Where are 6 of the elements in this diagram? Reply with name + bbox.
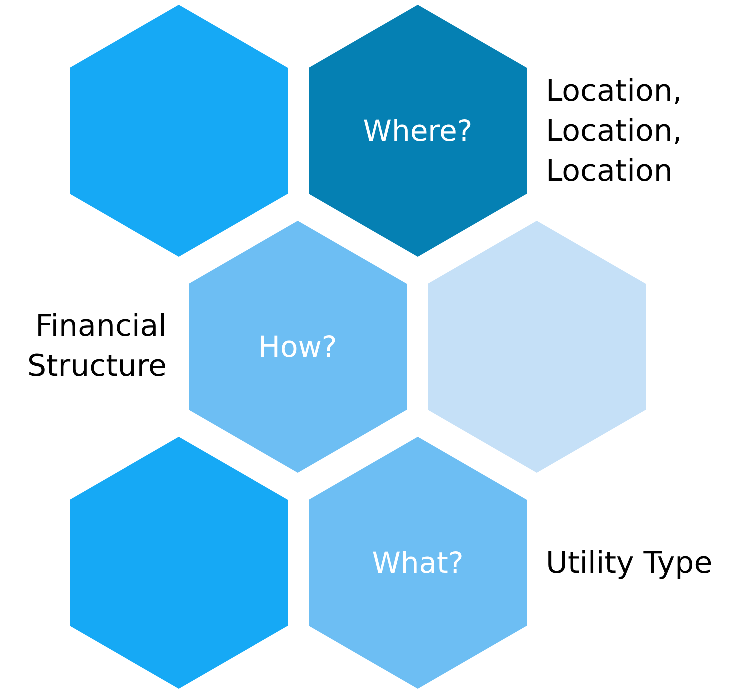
hexagon-label: What? <box>372 546 464 580</box>
side-caption: Utility Type <box>546 545 714 583</box>
hexagon-label: How? <box>258 330 338 364</box>
side-caption: Financial Structure <box>26 308 167 386</box>
hexagon-label: Where? <box>363 114 473 148</box>
side-caption: Location, Location, Location <box>546 73 684 191</box>
